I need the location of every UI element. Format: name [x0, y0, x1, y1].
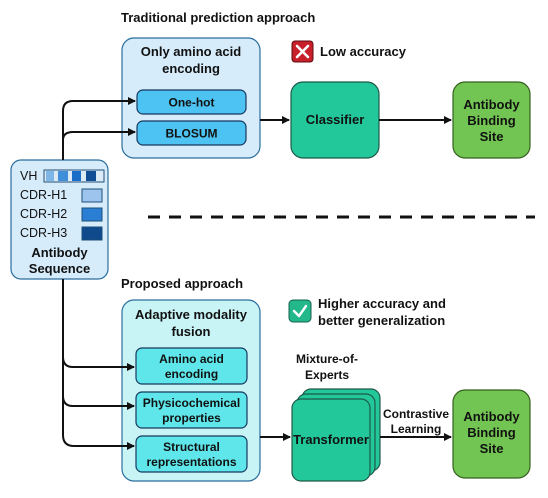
cdr-h2-swatch: [81, 207, 103, 222]
higher-accuracy-badge: Higher accuracy and better generalizatio…: [288, 296, 446, 328]
amino-acid-encoding-box: Amino acid encoding: [135, 347, 248, 385]
contrastive-learning-line1: Contrastive: [383, 407, 449, 421]
traditional-container-title-line1: Only amino acid: [141, 44, 241, 59]
low-accuracy-badge: Low accuracy: [291, 40, 407, 63]
traditional-approach-title: Traditional prediction approach: [121, 10, 315, 25]
check-mark-icon: [288, 299, 312, 323]
structural-line1: Structural: [163, 440, 220, 454]
onehot-box: One-hot: [136, 89, 247, 115]
amino-acid-encoding-line2: encoding: [165, 367, 218, 381]
adaptive-fusion-title-line1: Adaptive modality: [135, 307, 248, 322]
proposed-output-box: Antibody Binding Site: [452, 389, 531, 479]
physicochemical-line1: Physicochemical: [143, 396, 240, 410]
vh-sequence-bar: [43, 169, 105, 183]
blosum-label: BLOSUM: [166, 127, 218, 141]
traditional-output-box: Antibody Binding Site: [452, 81, 531, 159]
antibody-sequence-box: VH CDR-H1 CDR-H2 CDR-H3 Antibody Sequenc…: [10, 159, 109, 280]
upper-connectors: [62, 97, 452, 160]
moe-label-line1: Mixture-of-: [296, 352, 358, 366]
structural-line2: representations: [146, 455, 236, 469]
traditional-container-title-line2: encoding: [162, 61, 220, 76]
structural-box: Structural representations: [135, 435, 248, 473]
amino-acid-encoding-line1: Amino acid: [159, 352, 224, 366]
transformer-label: Transformer: [293, 432, 369, 447]
blosum-box: BLOSUM: [136, 120, 247, 146]
higher-accuracy-line1: Higher accuracy and: [318, 296, 446, 311]
traditional-output-line1: Antibody: [463, 97, 520, 112]
physicochemical-line2: properties: [162, 411, 221, 425]
transformer-stack: Transformer: [291, 388, 381, 482]
traditional-output-line3: Site: [480, 129, 504, 144]
cdr-h3-label: CDR-H3: [20, 226, 67, 240]
lower-connectors: [62, 279, 452, 450]
contrastive-learning-line2: Learning: [391, 422, 442, 436]
classifier-box: Classifier: [290, 81, 380, 159]
proposed-output-line1: Antibody: [463, 409, 520, 424]
moe-label-line2: Experts: [305, 368, 349, 382]
higher-accuracy-line2: better generalization: [318, 313, 445, 328]
cdr-h3-swatch: [81, 226, 103, 241]
traditional-output-line2: Binding: [467, 113, 515, 128]
antibody-sequence-title-line2: Sequence: [29, 261, 90, 276]
cdr-h1-label: CDR-H1: [20, 188, 67, 202]
physicochemical-box: Physicochemical properties: [135, 391, 248, 429]
classifier-label: Classifier: [306, 112, 365, 127]
cdr-h2-label: CDR-H2: [20, 207, 67, 221]
proposed-output-line2: Binding: [467, 425, 515, 440]
proposed-output-line3: Site: [480, 441, 504, 456]
proposed-approach-title: Proposed approach: [121, 276, 243, 291]
vh-label: VH: [20, 169, 37, 183]
adaptive-fusion-title-line2: fusion: [172, 324, 211, 339]
expert-layer-front: [291, 398, 371, 482]
antibody-sequence-title-line1: Antibody: [31, 245, 88, 260]
onehot-label: One-hot: [169, 96, 215, 110]
low-accuracy-label: Low accuracy: [320, 44, 407, 59]
cdr-h1-swatch: [81, 188, 103, 203]
